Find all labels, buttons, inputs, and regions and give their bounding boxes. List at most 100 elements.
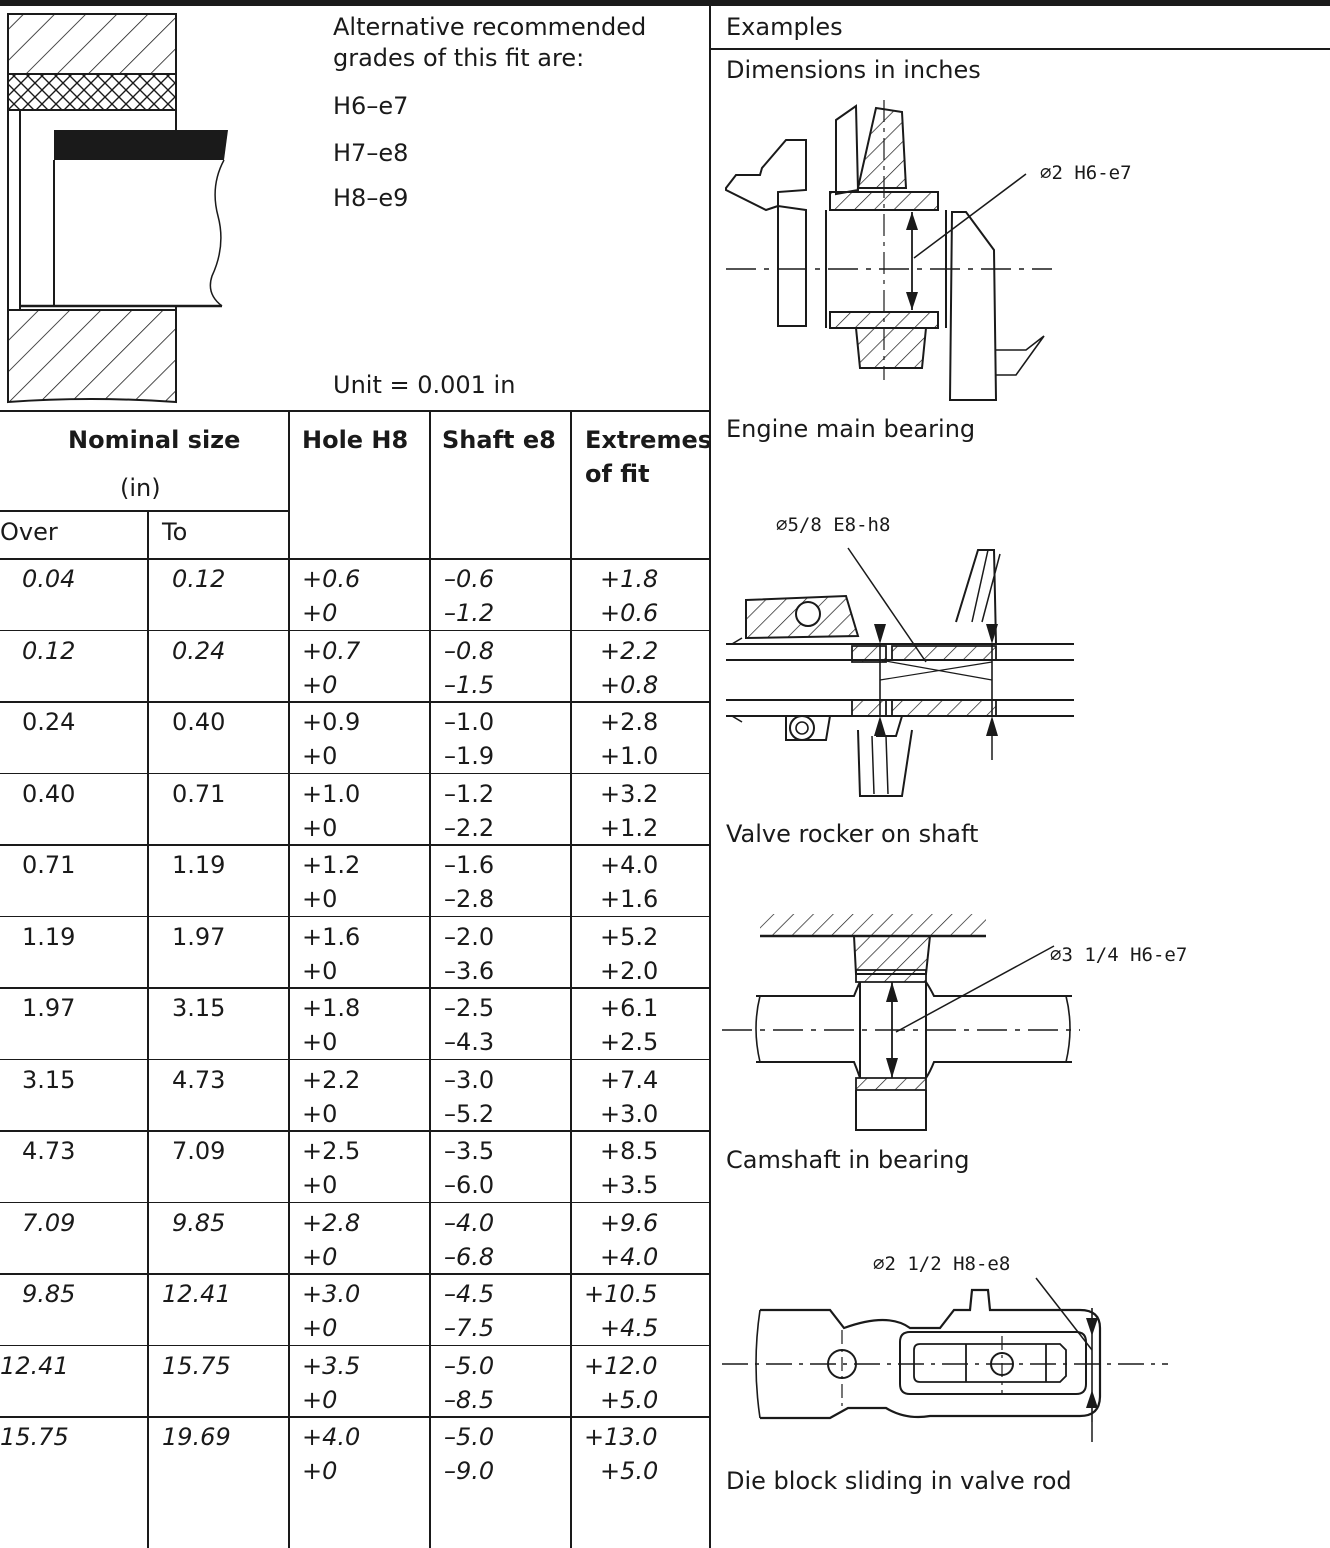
cell-shaft-lower: –2.2 xyxy=(444,813,495,842)
cell-hole-lower: +0 xyxy=(302,1457,338,1485)
cell-shaft-lower: –5.2 xyxy=(444,1099,495,1128)
cell-to: 4.73 xyxy=(172,1065,226,1094)
cell-to: 19.69 xyxy=(162,1423,231,1451)
engine-bearing-drawing xyxy=(725,100,1052,401)
dims-note: Dimensions in inches xyxy=(726,56,981,84)
cell-fit-lower: +0.8 xyxy=(600,670,659,699)
cell-fit-upper: +6.1 xyxy=(600,994,659,1022)
cell-over: 0.04 xyxy=(22,565,76,593)
cell-shaft-lower: –9.0 xyxy=(444,1457,495,1485)
alt-grade: H7–e8 xyxy=(333,139,409,167)
row-rule xyxy=(0,1344,709,1346)
cell-over: 0.71 xyxy=(22,851,76,879)
caption-rocker: Valve rocker on shaft xyxy=(726,820,979,848)
cell-fit-lower: +4.0 xyxy=(600,1242,659,1271)
header-bottom-rule xyxy=(0,558,709,560)
cell-shaft-upper: –2.0 xyxy=(444,922,495,951)
cell-fit-upper: +2.2 xyxy=(600,636,659,665)
cell-hole-upper: +4.0 xyxy=(302,1423,361,1451)
examples-header-rule xyxy=(709,48,1330,50)
col-divider xyxy=(429,410,431,1548)
cell-fit-lower: +3.0 xyxy=(600,1099,659,1128)
col-divider xyxy=(288,410,290,1548)
header-sub-rule xyxy=(0,510,288,512)
header-over: Over xyxy=(0,518,58,546)
cell-fit-lower: +4.5 xyxy=(600,1314,659,1342)
cell-hole-upper: +1.0 xyxy=(302,779,361,808)
cell-hole-lower: +0 xyxy=(302,956,338,985)
cell-shaft-lower: –3.6 xyxy=(444,956,495,985)
cell-hole-upper: +1.2 xyxy=(302,851,361,879)
header-extremes: Extremes xyxy=(585,426,713,454)
cell-fit-upper: +12.0 xyxy=(584,1351,658,1380)
cell-fit-lower: +5.0 xyxy=(600,1385,659,1414)
die-block-drawing xyxy=(722,1277,1168,1442)
cell-over: 15.75 xyxy=(0,1423,69,1451)
cell-hole-lower: +0 xyxy=(302,1314,338,1342)
cell-over: 12.41 xyxy=(0,1351,69,1380)
cell-fit-lower: +0.6 xyxy=(600,599,659,627)
cell-hole-lower: +0 xyxy=(302,670,338,699)
cell-shaft-upper: –0.6 xyxy=(444,565,495,593)
cell-over: 0.24 xyxy=(22,708,76,736)
cell-shaft-lower: –8.5 xyxy=(444,1385,495,1414)
table-top-rule xyxy=(0,410,709,412)
dim-label-die-block: ∅2 1/2 H8-e8 xyxy=(873,1253,1011,1275)
cell-fit-upper: +13.0 xyxy=(584,1423,658,1451)
cell-over: 7.09 xyxy=(22,1208,76,1237)
row-rule xyxy=(0,701,709,703)
caption-engine: Engine main bearing xyxy=(726,415,976,443)
cell-shaft-lower: –1.5 xyxy=(444,670,495,699)
cell-over: 0.40 xyxy=(22,779,76,808)
header-hole: Hole H8 xyxy=(302,426,409,454)
cell-fit-upper: +8.5 xyxy=(600,1137,659,1165)
row-rule xyxy=(0,844,709,846)
alt-title-line1: Alternative recommended xyxy=(333,13,647,41)
header-shaft: Shaft e8 xyxy=(442,426,556,454)
cell-to: 1.97 xyxy=(172,922,226,951)
col-divider xyxy=(570,410,572,1548)
alt-title-line2: grades of this fit are: xyxy=(333,44,585,72)
examples-title: Examples xyxy=(726,13,843,41)
cell-shaft-lower: –2.8 xyxy=(444,885,495,913)
cell-to: 9.85 xyxy=(172,1208,226,1237)
cell-to: 0.71 xyxy=(172,779,226,808)
cell-shaft-upper: –1.2 xyxy=(444,779,495,808)
cell-shaft-upper: –3.5 xyxy=(444,1137,495,1165)
cell-over: 1.97 xyxy=(22,994,76,1022)
cell-hole-lower: +0 xyxy=(302,1099,338,1128)
cell-fit-lower: +3.5 xyxy=(600,1171,659,1199)
hole-shaft-diagram xyxy=(7,13,228,404)
cell-fit-upper: +4.0 xyxy=(600,851,659,879)
cell-to: 7.09 xyxy=(172,1137,226,1165)
row-rule xyxy=(0,1130,709,1132)
caption-die-block: Die block sliding in valve rod xyxy=(726,1467,1072,1495)
cell-hole-upper: +3.0 xyxy=(302,1280,361,1308)
alt-grade: H8–e9 xyxy=(333,184,409,212)
header-to: To xyxy=(162,518,188,546)
cell-to: 3.15 xyxy=(172,994,226,1022)
row-rule xyxy=(0,987,709,989)
dim-label-camshaft: ∅3 1/4 H6-e7 xyxy=(1050,944,1188,966)
cell-fit-lower: +1.2 xyxy=(600,813,659,842)
cell-hole-upper: +2.2 xyxy=(302,1065,361,1094)
header-nominal: Nominal size xyxy=(68,426,241,454)
cell-shaft-lower: –1.9 xyxy=(444,742,495,770)
cell-shaft-upper: –0.8 xyxy=(444,636,495,665)
row-rule xyxy=(0,1201,709,1203)
cell-shaft-lower: –6.8 xyxy=(444,1242,495,1271)
cell-hole-upper: +0.9 xyxy=(302,708,361,736)
row-rule xyxy=(0,915,709,917)
valve-rocker-drawing xyxy=(726,547,1074,797)
cell-shaft-upper: –5.0 xyxy=(444,1423,495,1451)
cell-fit-upper: +2.8 xyxy=(600,708,659,736)
cell-shaft-lower: –7.5 xyxy=(444,1314,495,1342)
cell-over: 3.15 xyxy=(22,1065,76,1094)
cell-hole-lower: +0 xyxy=(302,1385,338,1414)
cell-to: 0.40 xyxy=(172,708,226,736)
cell-hole-upper: +3.5 xyxy=(302,1351,361,1380)
cell-to: 1.19 xyxy=(172,851,226,879)
cell-over: 0.12 xyxy=(22,636,76,665)
dim-label-engine: ∅2 H6-e7 xyxy=(1040,162,1132,184)
cell-to: 0.12 xyxy=(172,565,226,593)
